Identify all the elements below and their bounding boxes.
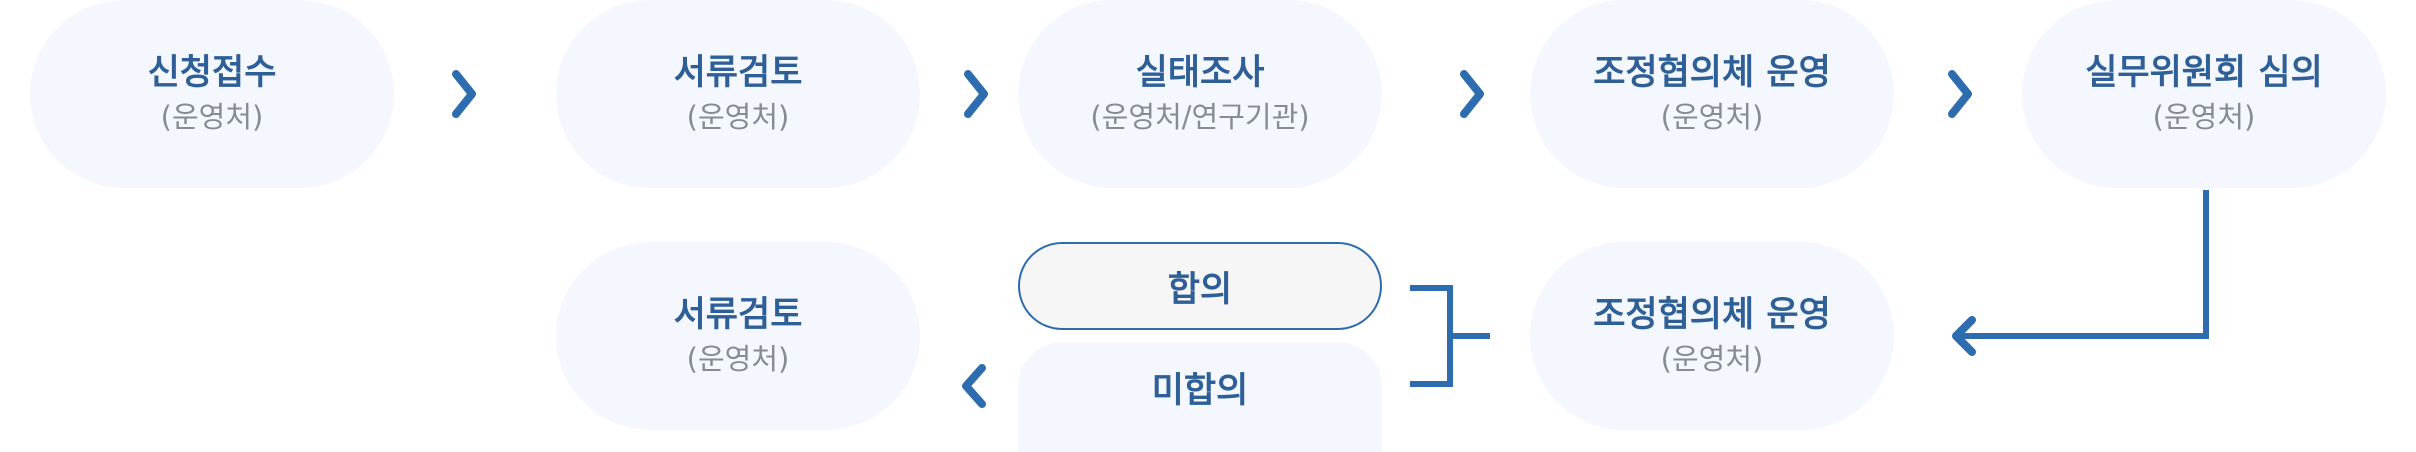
step-document-review: 서류검토 (운영처)	[556, 0, 920, 188]
step-title: 조정협의체 운영	[1593, 294, 1831, 335]
step-subtitle: (운영처)	[686, 99, 790, 134]
step-coordination-committee: 조정협의체 운영 (운영처)	[1530, 0, 1894, 188]
step-title: 신청접수	[147, 52, 277, 93]
chevron-right-icon	[964, 70, 988, 118]
step-subtitle: (운영처/연구기관)	[1090, 99, 1310, 134]
step-field-survey: 실태조사 (운영처/연구기관)	[1018, 0, 1382, 188]
step-title: 서류검토	[673, 294, 803, 335]
step-coordination-committee-second: 조정협의체 운영 (운영처)	[1530, 242, 1894, 430]
step-title: 실태조사	[1135, 52, 1265, 93]
step-subtitle: (운영처)	[686, 341, 790, 376]
step-subtitle: (운영처)	[2152, 99, 2256, 134]
chevron-left-icon	[962, 364, 986, 408]
step-subtitle: (운영처)	[160, 99, 264, 134]
bracket-connector	[1410, 285, 1453, 387]
step-subtitle: (운영처)	[1660, 99, 1764, 134]
step-application: 신청접수 (운영처)	[30, 0, 394, 188]
process-diagram: 신청접수 (운영처) 서류검토 (운영처) 실태조사 (운영처/연구기관) 조정…	[30, 0, 2386, 452]
outcome-agree: 합의	[1018, 242, 1382, 330]
step-title: 서류검토	[673, 52, 803, 93]
step-subtitle: (운영처)	[1660, 341, 1764, 376]
step-document-review-return: 서류검토 (운영처)	[556, 242, 920, 430]
connectors	[452, 70, 2209, 408]
arrow-line	[1956, 190, 2209, 339]
step-title: 실무위원회 심의	[2085, 52, 2323, 93]
arrow-left-icon	[1952, 316, 1976, 356]
chevron-right-icon	[452, 70, 476, 118]
chevron-right-icon	[1460, 70, 1484, 118]
step-working-committee: 실무위원회 심의 (운영처)	[2022, 0, 2386, 188]
chevron-right-icon	[1948, 70, 1972, 118]
step-title: 조정협의체 운영	[1593, 52, 1831, 93]
